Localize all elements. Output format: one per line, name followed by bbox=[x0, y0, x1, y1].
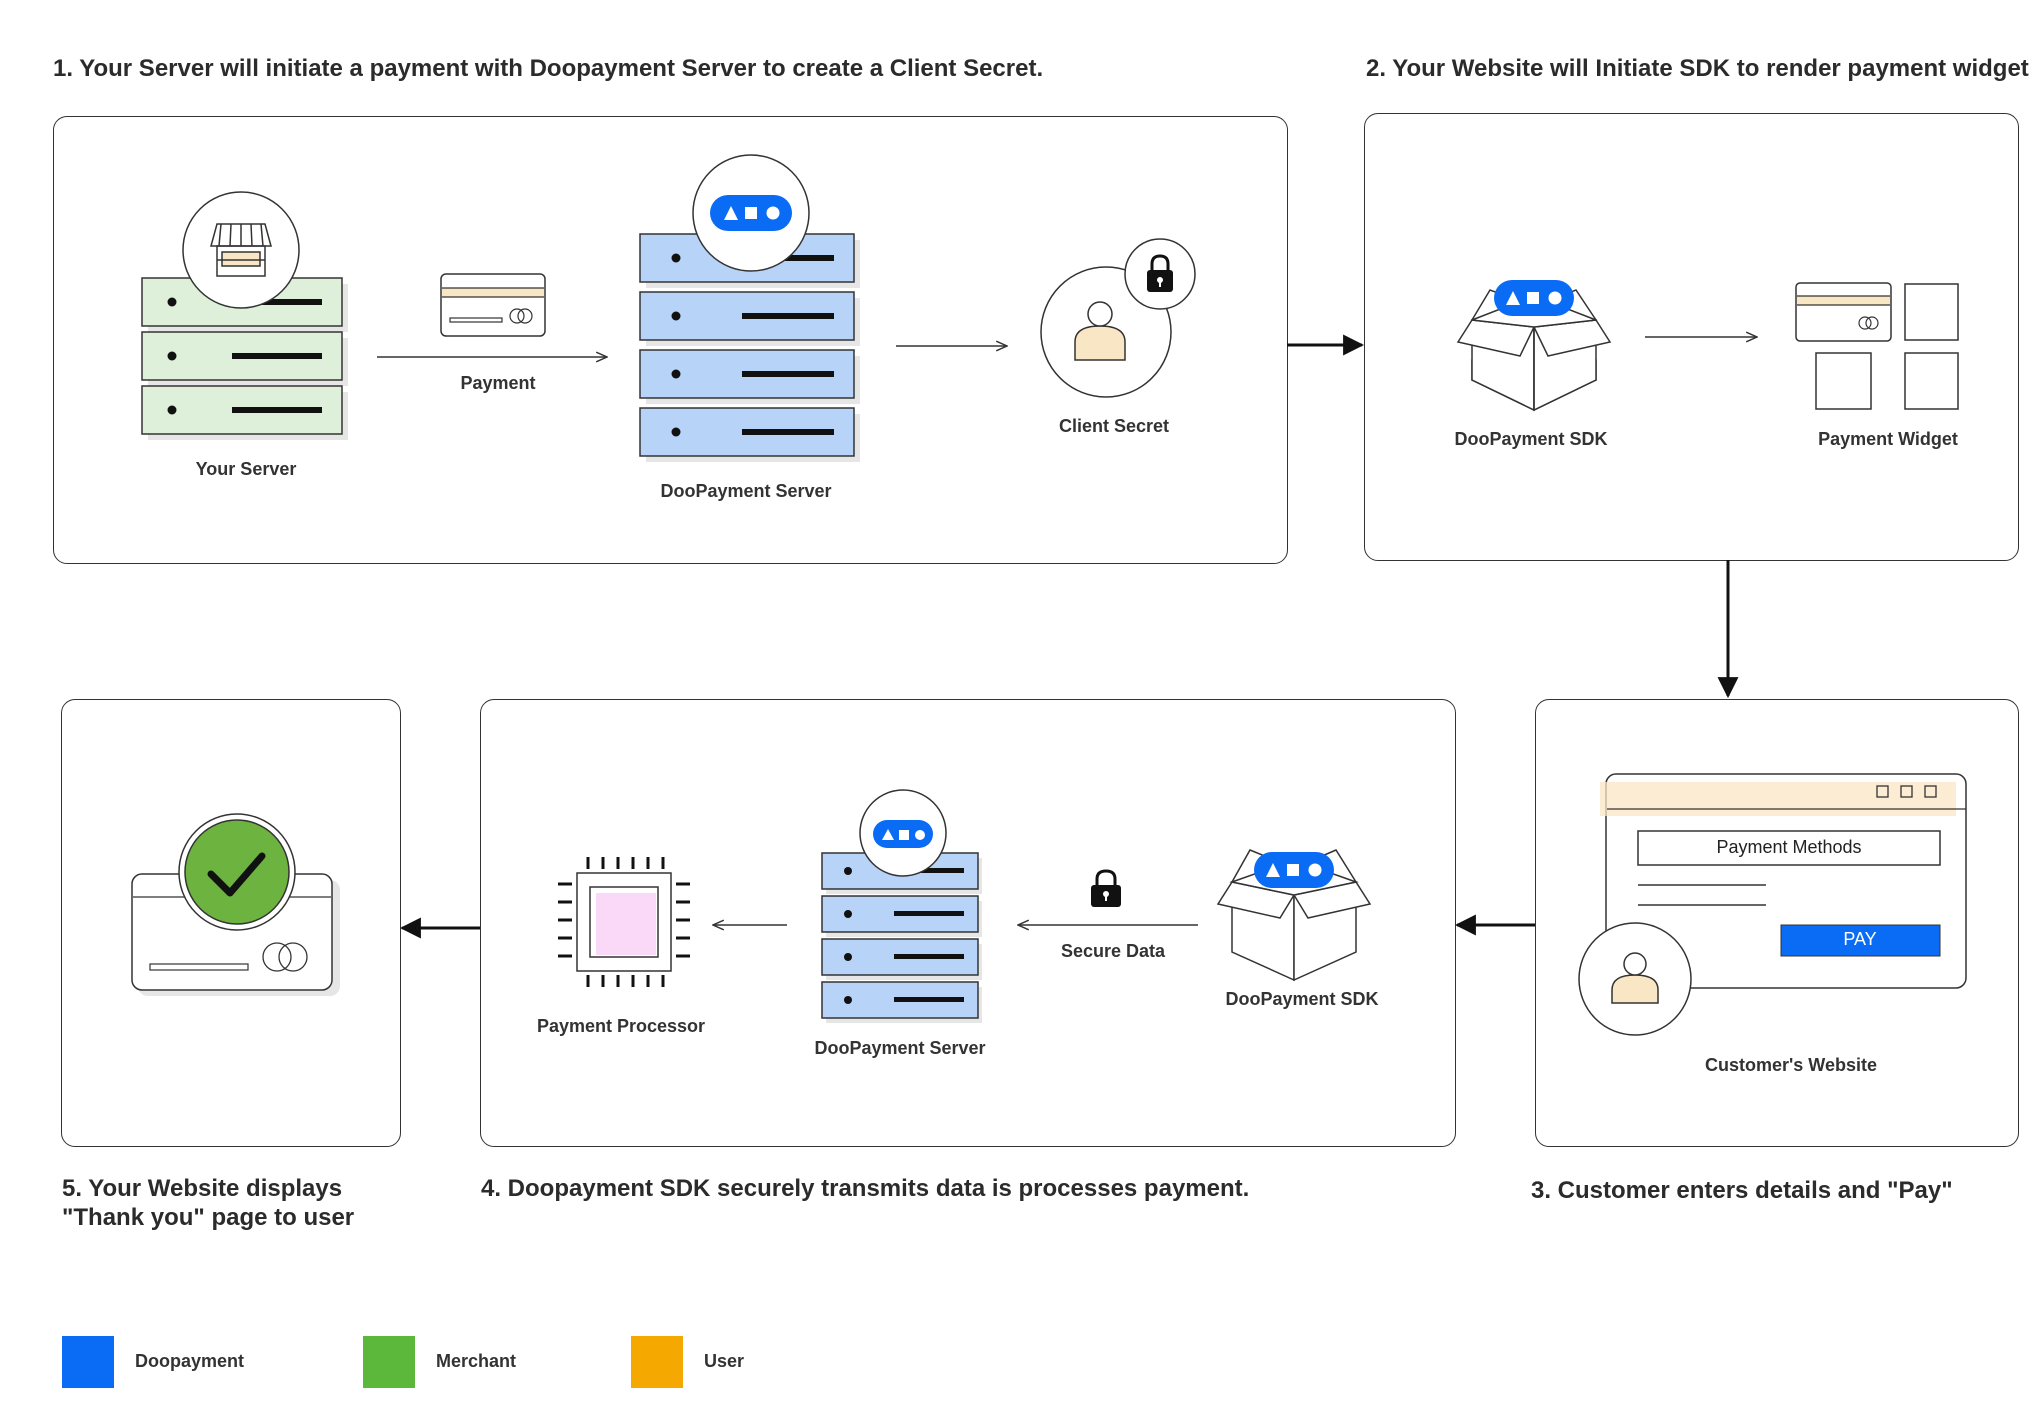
user-avatar-icon bbox=[1074, 301, 1126, 361]
label-your-server: Your Server bbox=[195, 459, 297, 479]
legend-label-merchant: Merchant bbox=[436, 1351, 517, 1371]
label-payment-widget: Payment Widget bbox=[1818, 429, 1958, 449]
doopayment-server-icon bbox=[639, 154, 860, 462]
lock-icon bbox=[1147, 254, 1173, 292]
store-icon bbox=[210, 223, 272, 277]
label-customers-website: Customer's Website bbox=[1705, 1055, 1877, 1075]
payment-methods-label: Payment Methods bbox=[1716, 837, 1862, 857]
label-doopayment-server-2: DooPayment Server bbox=[814, 1038, 986, 1058]
legend-swatch-merchant bbox=[363, 1336, 415, 1388]
browser-window-icon bbox=[1600, 773, 1967, 989]
pay-button-shape bbox=[1780, 924, 1941, 957]
legend-swatch-doopayment bbox=[62, 1336, 114, 1388]
label-client-secret: Client Secret bbox=[1058, 416, 1170, 436]
doopayment-logo-icon bbox=[1254, 852, 1334, 888]
checkmark-icon bbox=[184, 819, 290, 925]
step-5-title: 5. Your Website displays "Thank you" pag… bbox=[62, 1174, 354, 1232]
payment-methods-box bbox=[1637, 830, 1941, 866]
client-secret-icon bbox=[1040, 238, 1196, 398]
label-doopayment-server: DooPayment Server bbox=[660, 481, 832, 501]
step-5-title-line2: "Thank you" page to user bbox=[62, 1204, 355, 1231]
step-4-title: 4. Doopayment SDK securely transmits dat… bbox=[481, 1175, 1250, 1202]
success-card-icon bbox=[131, 813, 340, 996]
lock-icon bbox=[1091, 869, 1121, 907]
step-1-title: 1. Your Server will initiate a payment w… bbox=[53, 55, 1044, 82]
payment-card-icon bbox=[440, 273, 546, 337]
doopayment-logo-icon bbox=[1494, 280, 1574, 316]
label-doopayment-sdk: DooPayment SDK bbox=[1454, 429, 1608, 449]
legend-swatch-user bbox=[631, 1336, 683, 1388]
step-2-title: 2. Your Website will Initiate SDK to ren… bbox=[1366, 55, 2029, 82]
your-server-icon bbox=[141, 191, 348, 440]
doopayment-logo-icon bbox=[873, 820, 933, 848]
pay-button-label: PAY bbox=[1843, 929, 1877, 949]
step-3-title: 3. Customer enters details and "Pay" bbox=[1531, 1177, 1953, 1204]
payment-widget-icon bbox=[1795, 282, 1959, 410]
payment-processor-chip-icon bbox=[558, 857, 690, 987]
label-secure-data: Secure Data bbox=[1060, 941, 1166, 961]
step-5-title-line1: 5. Your Website displays bbox=[62, 1175, 343, 1202]
doopayment-server-icon-2 bbox=[821, 789, 982, 1023]
legend-label-doopayment: Doopayment bbox=[135, 1351, 245, 1371]
label-payment-processor: Payment Processor bbox=[536, 1016, 706, 1036]
label-doopayment-sdk-2: DooPayment SDK bbox=[1225, 989, 1379, 1009]
label-payment: Payment bbox=[460, 373, 536, 393]
doopayment-logo-icon bbox=[710, 195, 792, 231]
legend-label-user: User bbox=[704, 1351, 745, 1371]
customer-avatar-icon bbox=[1578, 922, 1692, 1036]
